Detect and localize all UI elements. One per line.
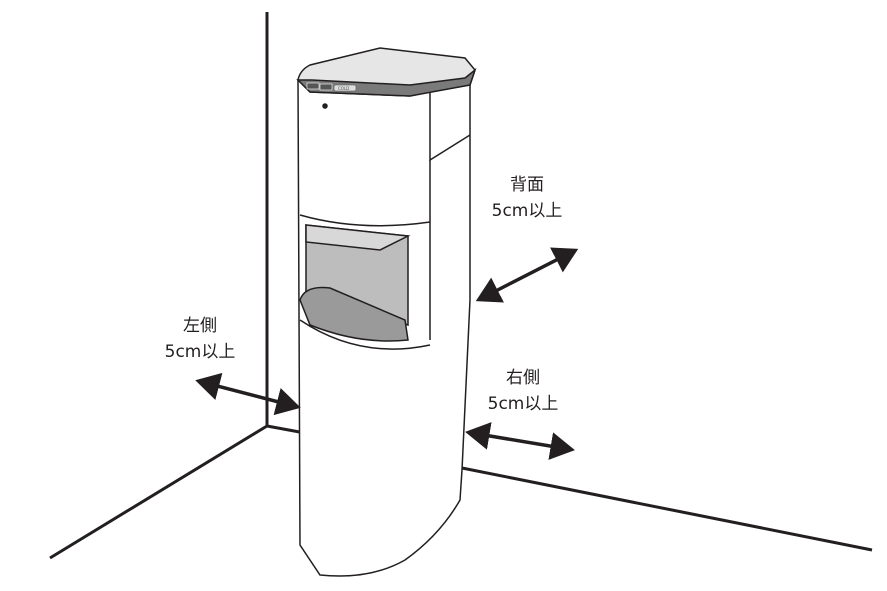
back-clearance-arrow xyxy=(475,247,579,303)
room-corner xyxy=(49,12,873,560)
back-label-distance: 5cm以上 xyxy=(491,201,563,221)
left-clearance-arrow xyxy=(195,372,301,416)
control-panel: COLD xyxy=(306,82,357,92)
back-label-title: 背面 xyxy=(510,175,544,195)
water-cooler xyxy=(296,47,477,577)
left-label-title: 左側 xyxy=(183,316,217,336)
norm-button xyxy=(319,83,333,91)
left-label-distance: 5cm以上 xyxy=(164,342,236,362)
right-clearance-arrow xyxy=(465,422,575,460)
left-clearance-label: 左側 5cm以上 xyxy=(140,313,260,365)
clearance-arrows xyxy=(195,247,579,460)
hot-button xyxy=(306,82,320,90)
right-label-distance: 5cm以上 xyxy=(487,394,559,414)
back-clearance-label: 背面 5cm以上 xyxy=(467,172,587,224)
right-label-title: 右側 xyxy=(506,368,540,388)
cold-button-label: COLD xyxy=(338,86,349,91)
cold-button xyxy=(333,84,357,92)
right-clearance-label: 右側 5cm以上 xyxy=(463,365,583,417)
